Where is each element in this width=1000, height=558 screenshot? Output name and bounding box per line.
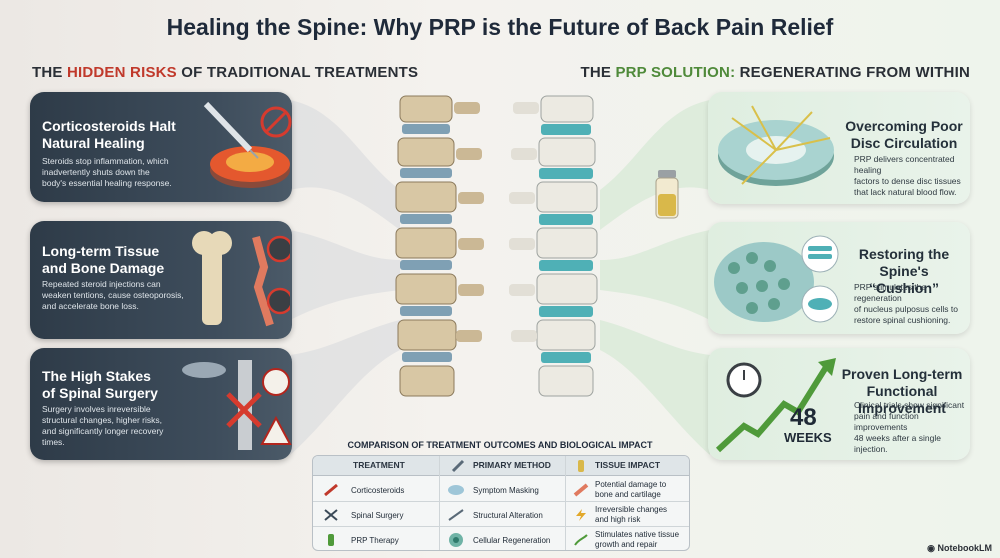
syringe-icon [324,483,338,497]
right-heading-prefix: THE [580,64,616,81]
cell-method: Cellular Regeneration [473,536,551,545]
bone-damage-illustration [192,231,290,327]
cell-treatment: PRP Therapy [351,536,399,545]
table-row: Corticosteroids Symptom Masking Potentia… [313,477,689,502]
left-heading-prefix: THE [32,64,67,81]
header-tissue-impact: TISSUE IMPACT [595,460,661,470]
growth-icon [574,534,588,546]
growth-chart-illustration [715,358,836,453]
page-title: Healing the Spine: Why PRP is the Future… [166,14,834,40]
left-heading-suffix: OF TRADITIONAL TREATMENTS [176,64,419,81]
cell-icon [449,533,463,547]
prp-vial-icon [328,534,334,546]
cell-method: Structural Alteration [473,511,543,520]
table-row: Spinal Surgery Structural Alteration Irr… [313,502,689,527]
table-row: PRP Therapy Cellular Regeneration Stimul… [313,527,689,550]
surgery-illustration [182,360,292,450]
healthy-spine-illustration [509,95,598,397]
right-heading-highlight: PRP SOLUTION: [615,64,736,81]
cell-method: Symptom Masking [473,486,539,495]
left-heading-highlight: HIDDEN RISKS [66,64,177,81]
syringe-disc-illustration [203,101,292,188]
right-section-heading: THE PRP SOLUTION: REGENERATING FROM WITH… [580,64,970,81]
cell-treatment: Spinal Surgery [351,511,404,520]
scalpel-icon [448,509,464,521]
prp-vial-icon [655,170,679,219]
disc-circulation-illustration [718,105,834,186]
mask-icon [448,485,464,495]
cells-cushion-illustration [714,235,839,323]
comparison-table-title: COMPARISON OF TREATMENT OUTCOMES AND BIO… [347,440,653,450]
cell-treatment: Corticosteroids [351,486,405,495]
weeks-badge-unit: WEEKS [784,430,832,445]
left-section-heading: THE HIDDEN RISKS OF TRADITIONAL TREATMEN… [32,64,418,81]
weeks-badge-number: 48 [790,404,817,431]
watermark-text: NotebookLM [937,543,993,553]
syringe-icon [451,459,465,473]
comparison-table: TREATMENT PRIMARY METHOD TISSUE IMPACT C… [312,455,690,551]
damaged-spine-illustration [395,95,484,397]
broken-bone-icon [573,483,589,497]
lightning-icon [576,509,586,521]
surgical-tools-icon [324,509,338,521]
notebooklm-watermark: ◉ NotebookLM [927,543,993,553]
right-heading-suffix: REGENERATING FROM WITHIN [735,64,970,81]
header-primary-method: PRIMARY METHOD [473,460,551,470]
vial-icon [578,460,584,472]
header-treatment: TREATMENT [353,460,405,470]
table-header: TREATMENT PRIMARY METHOD TISSUE IMPACT [313,456,689,476]
